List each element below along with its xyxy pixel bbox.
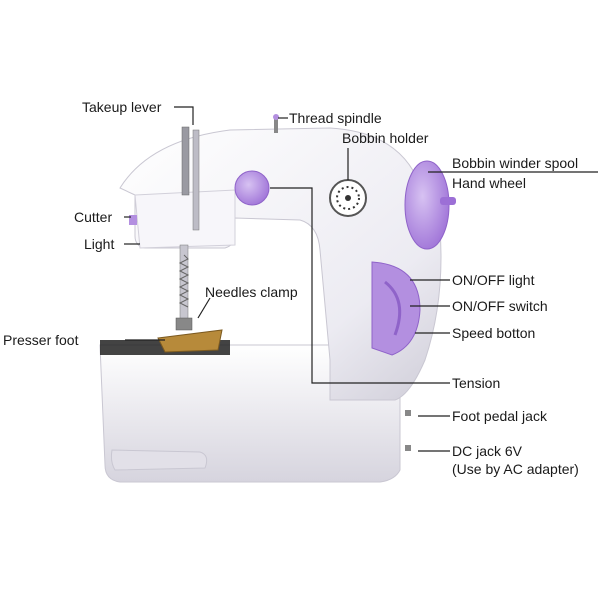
label-light: Light: [84, 236, 115, 252]
bobbin-holder: [329, 179, 367, 217]
label-speed-button: Speed botton: [452, 325, 536, 341]
label-foot-pedal-jack: Foot pedal jack: [452, 408, 547, 424]
leader-takeup-lever: [174, 106, 194, 125]
hand-wheel: [404, 160, 456, 250]
takeup-lever: [181, 126, 200, 231]
label-needles-clamp: Needles clamp: [205, 284, 298, 300]
switch-panel: [371, 261, 421, 356]
leader-tension: [270, 187, 450, 384]
label-dc-jack: DC jack 6V: [452, 443, 523, 459]
tension-knob: [234, 170, 270, 206]
label-presser-foot: Presser foot: [3, 332, 79, 348]
label-bobbin-holder: Bobbin holder: [342, 130, 429, 146]
cutter: [129, 215, 137, 225]
label-on-off-light: ON/OFF light: [452, 272, 535, 288]
thread-spindle: [273, 114, 279, 133]
label-cutter: Cutter: [74, 209, 113, 225]
label-hand-wheel: Hand wheel: [452, 175, 526, 191]
label-on-off-switch: ON/OFF switch: [452, 298, 548, 314]
presser-foot: [157, 329, 223, 353]
label-takeup-lever: Takeup lever: [82, 99, 162, 115]
label-tension: Tension: [452, 375, 501, 391]
label-bobbin-winder-spool: Bobbin winder spool: [452, 155, 579, 171]
leader-lines: [124, 106, 598, 452]
label-thread-spindle: Thread spindle: [289, 110, 382, 126]
needle-assembly: [175, 244, 193, 331]
leader-needles-clamp: [197, 297, 211, 319]
label-dc-jack-note: (Use by AC adapter): [452, 461, 579, 477]
jacks: [405, 410, 411, 451]
